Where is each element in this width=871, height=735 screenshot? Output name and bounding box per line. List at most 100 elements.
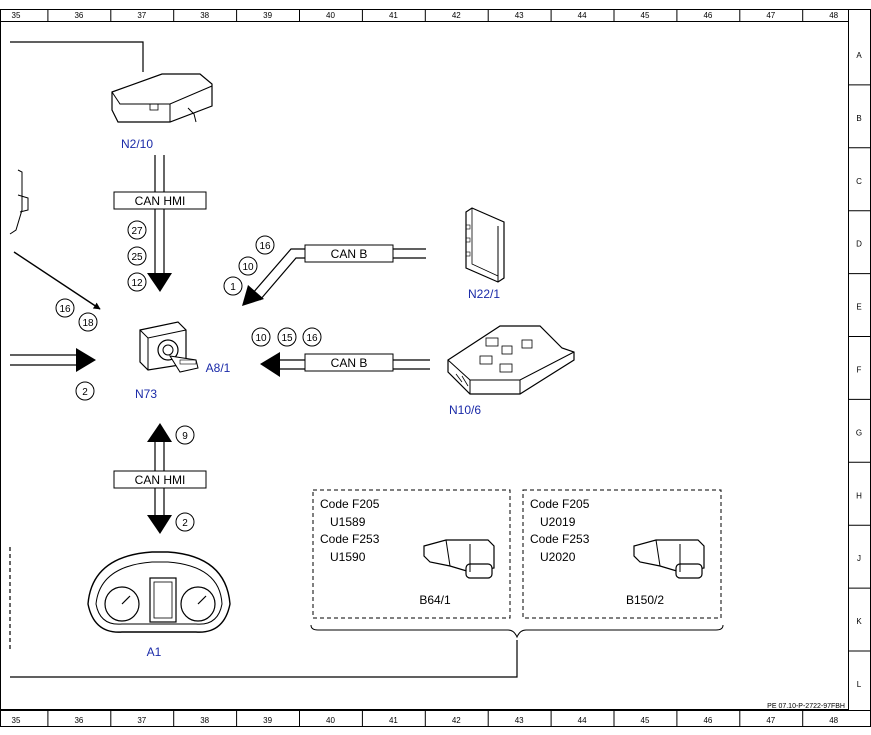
column-label: 47	[766, 11, 775, 20]
code-line: U2019	[540, 515, 576, 529]
b150-2-label: B150/2	[626, 593, 664, 607]
column-label: 37	[137, 716, 146, 725]
column-label: 46	[703, 716, 712, 725]
code-line: Code F253	[530, 532, 590, 546]
column-labels-bottom: 35 36 37 38 39 40 41 42 43 44 45 46 47 48	[12, 711, 839, 726]
row-label: K	[856, 617, 862, 626]
n2-10-label: N2/10	[121, 137, 153, 151]
row-label: F	[857, 366, 862, 375]
column-label: 44	[578, 11, 587, 20]
column-label: 36	[74, 716, 83, 725]
column-label: 41	[389, 11, 398, 20]
column-label: 45	[641, 11, 650, 20]
column-label: 47	[766, 716, 775, 725]
n22-1-label: N22/1	[468, 287, 500, 301]
column-label: 44	[578, 716, 587, 725]
instrument-cluster-icon	[87, 551, 231, 633]
reference-code: PE 07.10-P-2722-97FBH	[767, 703, 845, 710]
circle-number: 1	[230, 282, 236, 293]
row-label: A	[856, 51, 862, 60]
column-label: 45	[641, 716, 650, 725]
column-label: 43	[515, 11, 524, 20]
drawing-frame	[0, 9, 871, 727]
can-hmi-top-bus	[113, 155, 207, 292]
column-label: 38	[200, 11, 209, 20]
row-label: L	[857, 680, 862, 689]
column-label: 42	[452, 716, 461, 725]
ignition-switch-icon	[139, 321, 199, 373]
row-label: G	[856, 428, 862, 437]
circle-number: 16	[259, 241, 271, 252]
circle-number: 12	[131, 278, 143, 289]
circle-number: 2	[82, 387, 88, 398]
left-diagonal-arrow: 16 18	[13, 251, 101, 332]
circle-number: 16	[59, 304, 71, 315]
hmi-bottom-circles: 9 2	[175, 425, 195, 532]
can-hmi-top-label: CAN HMI	[135, 194, 186, 208]
column-label: 35	[12, 716, 21, 725]
column-label: 48	[829, 716, 838, 725]
a8-1-label: A8/1	[206, 361, 231, 375]
circle-number: 10	[242, 262, 254, 273]
column-labels-top: 35 36 37 38 39 40 41 42 43 44 45 46 47 48	[12, 9, 839, 21]
code-line: U2020	[540, 550, 576, 564]
sensor-b64-1-icon	[423, 539, 495, 579]
can-hmi-bottom-bus	[113, 423, 207, 534]
column-label: 36	[74, 11, 83, 20]
hmi-top-circles: 27 25 12	[127, 220, 147, 292]
column-label: 38	[200, 716, 209, 725]
code-box-b150-2: Code F205 U2019 Code F253 U2020 B150/2	[522, 489, 722, 619]
column-label: 37	[137, 11, 146, 20]
row-labels: A B C D E F G H J K L	[849, 51, 871, 689]
row-label: C	[856, 177, 862, 186]
canb-upper-circles: 16 10 1	[223, 235, 275, 296]
column-label: 41	[389, 716, 398, 725]
row-label: E	[856, 303, 861, 312]
column-label: 48	[829, 11, 838, 20]
a1-label: A1	[147, 645, 162, 659]
code-line: Code F253	[320, 532, 380, 546]
column-label: 43	[515, 716, 524, 725]
can-b-upper-label: CAN B	[331, 247, 368, 261]
circle-number: 27	[131, 226, 143, 237]
circle-number: 16	[306, 333, 318, 344]
sensor-b150-2-icon	[633, 539, 705, 579]
code-line: Code F205	[530, 497, 590, 511]
column-label: 46	[703, 11, 712, 20]
can-b-upper-bus	[242, 244, 426, 306]
column-label: 35	[12, 11, 21, 20]
can-b-lower-label: CAN B	[331, 356, 368, 370]
row-label: J	[857, 554, 861, 563]
circle-number: 9	[182, 431, 188, 442]
column-label: 42	[452, 11, 461, 20]
row-label: H	[856, 491, 862, 500]
column-label: 39	[263, 716, 272, 725]
circle-number: 18	[82, 318, 94, 329]
n10-6-label: N10/6	[449, 403, 481, 417]
wiring-lines	[9, 41, 518, 678]
column-label: 40	[326, 11, 335, 20]
can-hmi-bottom-label: CAN HMI	[135, 473, 186, 487]
circle-number: 10	[255, 333, 267, 344]
canb-lower-circles: 10 15 16	[251, 327, 322, 347]
can-b-lower-bus	[260, 352, 430, 377]
code-line: U1589	[330, 515, 366, 529]
row-label: B	[856, 114, 861, 123]
row-label: D	[856, 240, 862, 249]
b64-1-label: B64/1	[419, 593, 451, 607]
n2-10-module-icon	[111, 73, 213, 123]
column-label: 39	[263, 11, 272, 20]
code-box-b64-1: Code F205 U1589 Code F253 U1590 B64/1	[312, 489, 511, 619]
circle-number: 15	[281, 333, 293, 344]
n22-1-module-icon	[465, 207, 505, 283]
circle-number: 2	[182, 518, 188, 529]
code-bracket	[310, 624, 724, 639]
left-input-arrow: 2	[10, 348, 96, 401]
n10-6-module-icon	[447, 325, 575, 395]
code-line: Code F205	[320, 497, 380, 511]
code-line: U1590	[330, 550, 366, 564]
column-label: 40	[326, 716, 335, 725]
circle-number: 25	[131, 252, 143, 263]
n73-label: N73	[135, 387, 157, 401]
